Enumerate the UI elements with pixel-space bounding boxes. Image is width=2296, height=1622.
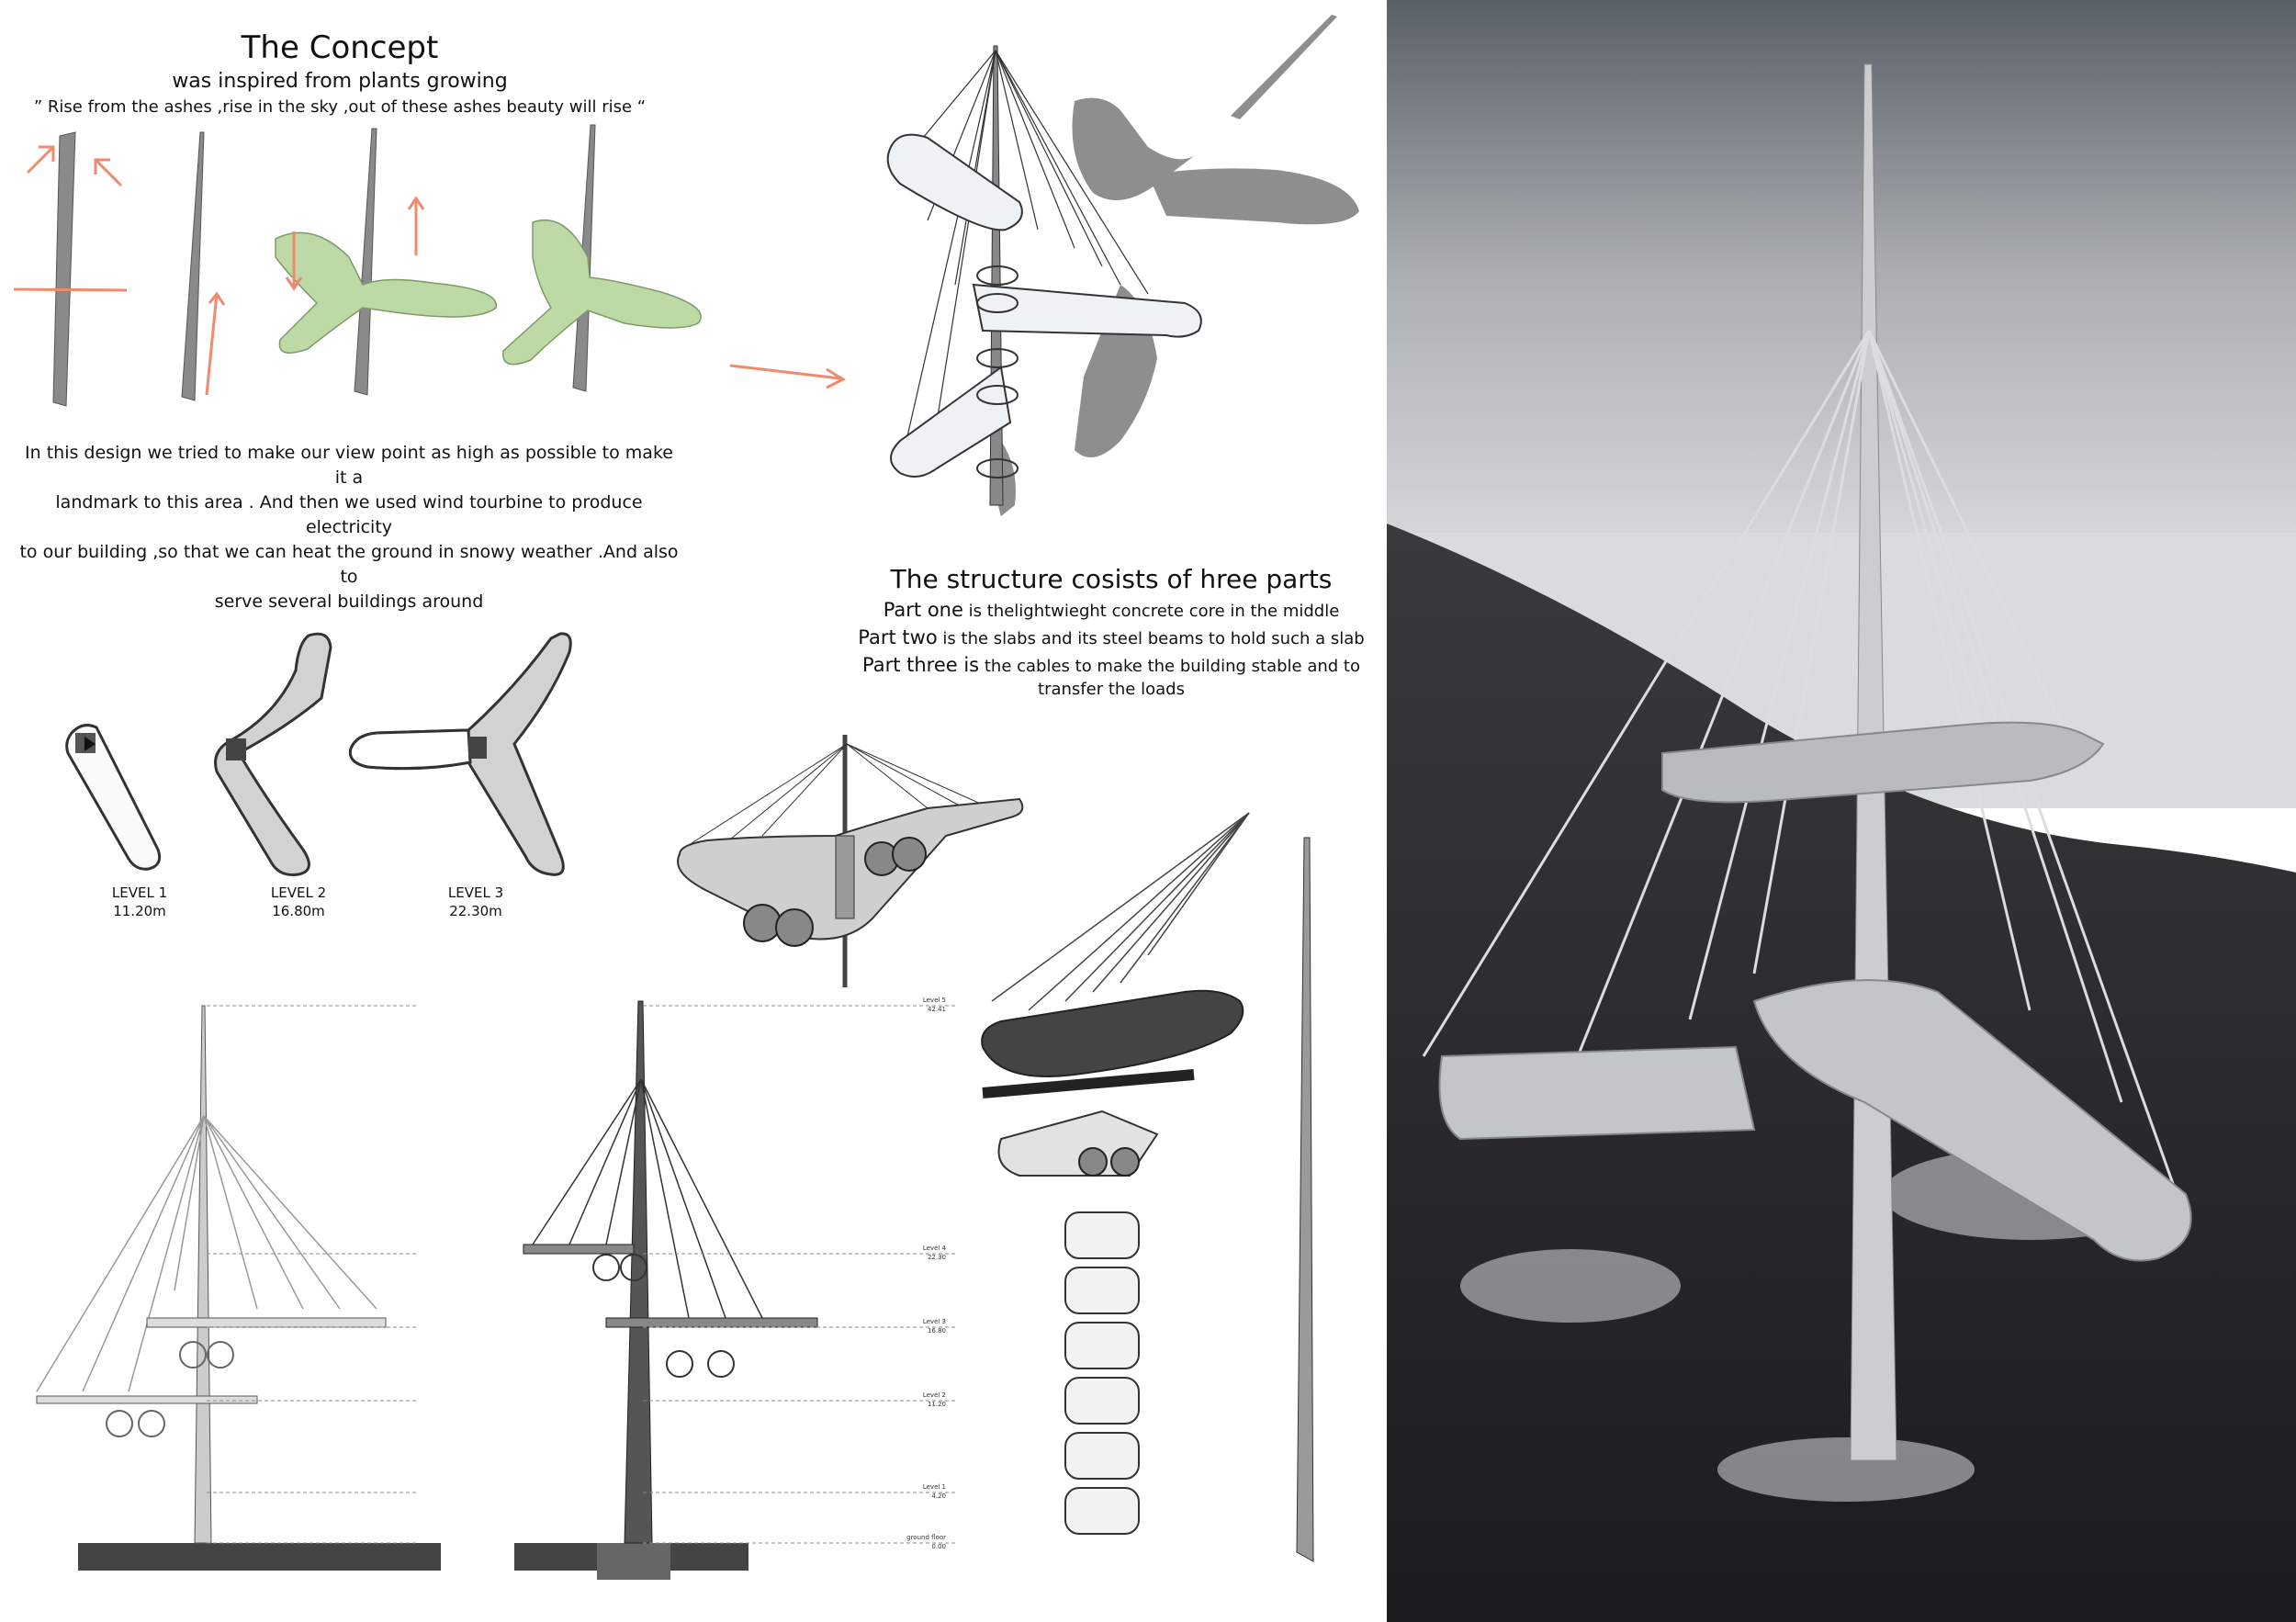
structure-title: The structure cosists of hree parts [890, 564, 1333, 594]
elev-tag-value: 42.41 [928, 1006, 946, 1013]
slab-upper [886, 133, 1023, 231]
elev-tag-value: 11.20 [928, 1401, 946, 1408]
render-scene [1387, 0, 2296, 1622]
concept-line: to our building ,so that we can heat the… [19, 542, 679, 587]
section-elevation-tags: Level 5 42.41 Level 4 22.30 Level 3 16.8… [906, 997, 946, 1550]
level-height: 22.30m [449, 903, 502, 919]
exploded-beam [982, 1069, 1195, 1098]
concept-line: In this design we tried to make our view… [25, 443, 673, 488]
elev-tag-value: 0.00 [931, 1543, 946, 1550]
structure-part-one: Part one is thelightwieght concrete core… [808, 599, 1414, 621]
exploded-parts [981, 812, 1314, 1562]
concept-step-1 [13, 131, 128, 407]
concept-description: In this design we tried to make our view… [18, 441, 680, 614]
elevation-view [36, 1005, 441, 1571]
render-slab-upper [1661, 721, 2105, 804]
elev-tag-name: Level 1 [923, 1483, 946, 1491]
part-lead: Part two [858, 626, 938, 648]
elev-tag-name: Level 3 [923, 1318, 946, 1325]
structure-part-three: Part three is the cables to make the bui… [808, 654, 1414, 676]
tower-spirals [976, 265, 1019, 479]
exploded-mast [1296, 837, 1314, 1562]
level-name: LEVEL 3 [447, 884, 504, 901]
section-cables [532, 1078, 763, 1319]
concept-quote: ” Rise from the ashes ,rise in the sky ,… [33, 97, 647, 117]
elevation-mast [194, 1005, 212, 1544]
concept-diagram [13, 124, 847, 407]
turbine-cables [688, 743, 1002, 846]
exploded-cables [991, 812, 1250, 1011]
tower-cables [899, 50, 1149, 469]
concept-arrow [729, 364, 847, 389]
turbine-axonometric [677, 735, 1024, 987]
elev-tag-name: Level 5 [923, 997, 946, 1004]
concept-line: landmark to this area . And then we used… [55, 492, 643, 537]
exploded-wheels [1078, 1147, 1140, 1177]
level-3-plan [348, 632, 572, 876]
part-lead: Part three is [861, 654, 980, 676]
elevation-level-lines [207, 1005, 418, 1544]
part-text: the cables to make the building stable a… [979, 657, 1360, 676]
slab-middle [972, 283, 1202, 338]
render-slab-left [1438, 1045, 1756, 1141]
section-view: Level 5 42.41 Level 4 22.30 Level 3 16.8… [514, 997, 955, 1580]
axonometric-tower-view [886, 15, 1359, 516]
exploded-slab [981, 989, 1244, 1077]
part-text: transfer the loads [1038, 680, 1185, 699]
elevation-turbines [106, 1341, 234, 1437]
elev-tag-value: 4.20 [931, 1492, 946, 1500]
level-height: 11.20m [113, 903, 166, 919]
level-name: LEVEL 1 [111, 884, 168, 901]
structure-part-three-cont: transfer the loads [808, 680, 1414, 699]
exploded-stairs [1064, 1211, 1140, 1535]
elev-tag-name: Level 4 [923, 1245, 947, 1252]
render-slab-right [1752, 979, 2192, 1262]
level-3-label: LEVEL 3 22.30m [411, 884, 540, 920]
level-plans [65, 632, 572, 876]
elevation-slab-2 [36, 1395, 258, 1404]
level-2-plan [214, 632, 332, 876]
turbine-wheels [743, 837, 927, 947]
concept-step-3 [275, 128, 497, 396]
concept-step-2 [181, 131, 226, 401]
slab-lower [890, 366, 1012, 478]
structure-part-two: Part two is the slabs and its steel beam… [808, 626, 1414, 648]
elev-tag-name: ground floor [906, 1534, 946, 1541]
elevation-cables [36, 1115, 377, 1392]
elev-tag-value: 22.30 [928, 1254, 946, 1261]
ground-slab [78, 1543, 441, 1571]
elev-tag-value: 16.80 [928, 1327, 946, 1335]
part-text: is thelightwieght concrete core in the m… [962, 602, 1340, 621]
rendered-perspective [1387, 0, 2296, 1622]
concept-title: The Concept [241, 29, 439, 66]
tower-mast [989, 45, 1004, 506]
part-lead: Part one [883, 599, 963, 621]
concept-subtitle: was inspired from plants growing [172, 70, 508, 93]
render-cables [1422, 330, 2178, 1195]
elevation-slab-3 [146, 1317, 387, 1328]
tower-shadow [995, 15, 1359, 516]
level-1-label: LEVEL 1 11.20m [75, 884, 204, 920]
elev-tag-name: Level 2 [923, 1391, 946, 1399]
section-turbines [592, 1254, 735, 1378]
level-1-plan [65, 724, 162, 871]
level-2-label: LEVEL 2 16.80m [234, 884, 363, 920]
concept-line: serve several buildings around [214, 591, 484, 612]
concept-step-4 [502, 124, 702, 392]
level-name: LEVEL 2 [270, 884, 327, 901]
part-text: is the slabs and its steel beams to hold… [937, 629, 1365, 648]
level-height: 16.80m [272, 903, 325, 919]
